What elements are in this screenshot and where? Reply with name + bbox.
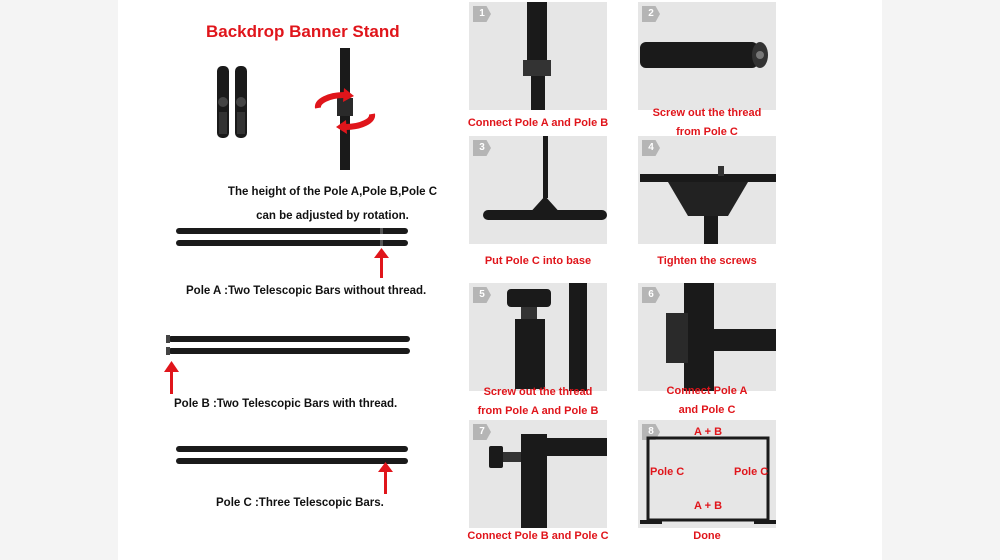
frame-label-left: Pole C [650,466,685,478]
step-7-badge: 7 [473,424,491,440]
step-5-caption-line-1: Screw out the thread [483,386,593,398]
rotation-pole-image [314,48,376,170]
step-1-caption: Connect Pole A and Pole B [453,114,623,133]
step-3-image [483,136,607,220]
clamp-clips-image [217,66,247,138]
step-2-tile: 2 [638,2,776,110]
step-1-badge: 1 [473,6,491,22]
adjust-note-line-1: The height of the Pole A,Pole B,Pole C [227,186,438,198]
frame-label-top: A + B [694,426,723,438]
pole-b-label: Pole B :Two Telescopic Bars with thread. [174,398,398,410]
step-6-caption: Connect Pole A and Pole C [622,382,792,420]
page-title: Backdrop Banner Stand [206,22,400,41]
adjust-note-line-2: can be adjusted by rotation. [256,210,409,222]
step-5-caption: Screw out the thread from Pole A and Pol… [453,383,623,421]
step-2-badge: 2 [642,6,660,22]
step-8-tile: 8 A + B Pole C Pole C A + B [638,420,776,528]
step-5-image [507,283,587,391]
step-2-caption-line-1: Screw out the thread [652,107,762,119]
pole-a-image [176,228,408,278]
frame-label-right: Pole C [734,466,769,478]
pole-c-label: Pole C :Three Telescopic Bars. [216,497,384,509]
step-3-caption-line-1: Put Pole C into base [484,255,592,267]
step-8-badge: 8 [642,424,660,440]
step-4-badge: 4 [642,140,660,156]
step-6-badge: 6 [642,287,660,303]
step-4-caption-line-1: Tighten the screws [657,255,757,267]
step-7-caption-line-1: Connect Pole B and Pole C [467,530,609,542]
step-4-caption: Tighten the screws [622,252,792,271]
step-3-tile: 3 [469,136,607,244]
step-3-caption: Put Pole C into base [453,252,623,271]
step-6-caption-line-1: Connect Pole A [666,385,748,397]
step-6-caption-line-2: and Pole C [678,404,736,416]
step-7-image [489,434,607,528]
adjust-note: The height of the Pole A,Pole B,Pole C c… [220,180,445,228]
step-8-image [640,436,776,524]
step-2-image [640,42,768,68]
step-5-caption-line-2: from Pole A and Pole B [477,405,599,417]
pole-b-image [164,335,410,394]
step-1-image [523,2,551,110]
step-7-caption: Connect Pole B and Pole C [453,527,623,546]
step-6-tile: 6 [638,283,776,391]
step-2-caption-line-2: from Pole C [676,126,738,138]
step-5-tile: 5 [469,283,607,391]
step-4-image [640,166,776,244]
step-4-tile: 4 [638,136,776,244]
step-6-image [666,283,776,391]
pole-c-image [176,446,408,494]
step-8-caption: Done [622,527,792,546]
step-5-badge: 5 [473,287,491,303]
frame-label-bottom: A + B [694,500,723,512]
step-3-badge: 3 [473,140,491,156]
step-1-caption-line-1: Connect Pole A and Pole B [467,117,609,129]
pole-a-label: Pole A :Two Telescopic Bars without thre… [186,285,427,297]
step-2-caption: Screw out the thread from Pole C [622,104,792,142]
step-7-tile: 7 [469,420,607,528]
step-8-caption-line-1: Done [693,530,721,542]
step-1-tile: 1 [469,2,607,110]
